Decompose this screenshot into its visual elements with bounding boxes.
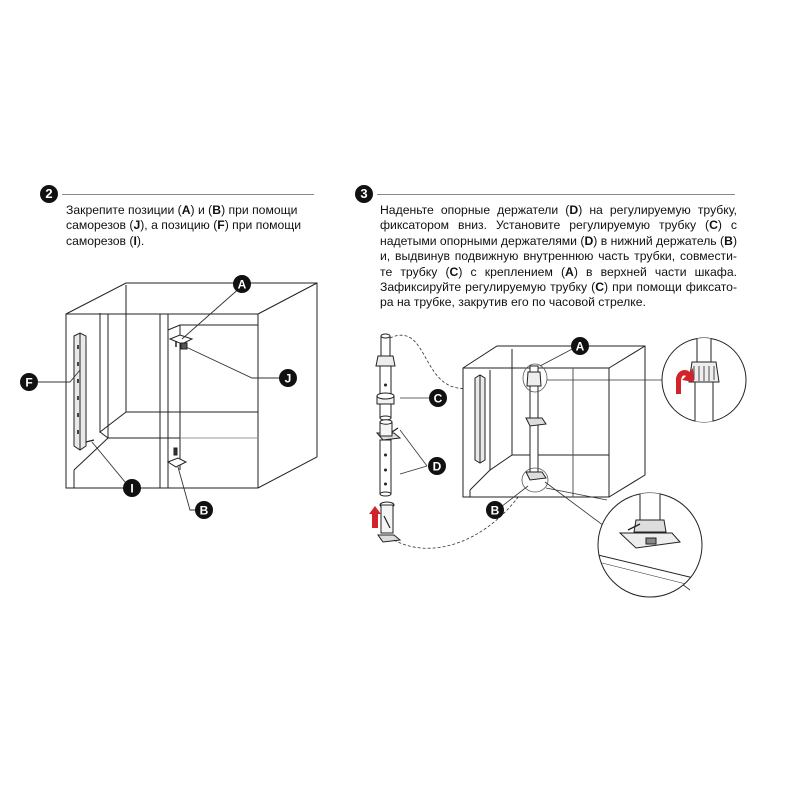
part-reference: A [565,264,574,279]
side-rail-f [73,332,87,451]
instruction-fragment: надетыми опорными держателями ( [380,233,585,248]
dashed-connectors [389,335,541,549]
instruction-fragment: и, выдвинув подвижную внутреннюю часть т… [380,249,737,264]
callout-a-3: A [571,337,589,355]
zoom-detail-bottom-holder [597,492,703,598]
up-arrow-icon [369,506,381,528]
screw-i [85,439,95,443]
instruction-line: ра на трубке, закрутив его по часовой ст… [380,295,737,310]
part-reference: C [709,218,718,233]
instruction-fragment: ) при помощи фиксато- [604,280,738,295]
callout-letter: J [285,372,292,386]
instruction-line: Зафиксируйте регулируемую трубку (C) при… [380,280,737,295]
part-reference: J [133,218,141,233]
callout-b-2: B [195,501,213,519]
instruction-line: саморезов (J), а позицию (F) при помощи [66,218,304,233]
instruction-line: Наденьте опорные держатели (D) на регули… [380,203,737,218]
callout-b-3: B [486,501,504,519]
instruction-line: Закрепите позиции (A) и (B) при помощи [66,203,304,218]
instruction-fragment: ) [732,233,737,248]
instruction-fragment: саморезов ( [66,218,134,233]
cabinet-step-2 [65,282,318,489]
callout-a-2: A [233,275,251,293]
instruction-fragment: ра на трубке, закрутив его по часовой ст… [380,295,646,310]
instruction-line: надетыми опорными держателями (D) в нижн… [380,234,737,249]
callout-letter: B [491,504,500,518]
support-holder-d-upper [375,419,402,441]
callout-i-2: I [123,479,141,497]
installed-tube-c [521,363,549,493]
lower-tube-segment [379,439,392,497]
step-2-number: 2 [40,185,58,203]
part-reference: D [584,233,594,248]
instruction-fragment: фиксатором вниз. Установите регулируемую… [380,218,710,233]
step-3-number: 3 [355,185,373,203]
top-bracket-a-2 [168,334,194,350]
instruction-line: фиксатором вниз. Установите регулируемую… [380,218,737,233]
instruction-fragment: ) на регулируемую трубку, [578,203,738,217]
callout-j-2: J [279,369,297,387]
step-3-rule [377,194,735,195]
part-reference: D [569,203,579,217]
instruction-fragment: те трубку ( [380,264,450,279]
bottom-bracket-b-2 [166,447,188,468]
step-2-rule [62,194,314,195]
instruction-fragment: Зафиксируйте регулируемую трубку ( [380,280,596,295]
part-reference: C [595,280,605,295]
instruction-line: и, выдвинув подвижную внутреннюю часть т… [380,249,737,264]
callout-letter: D [433,460,442,474]
callout-letter: I [130,482,133,496]
part-reference: B [212,203,222,217]
instruction-fragment: ) в верхней части шкафа. [573,264,737,279]
instruction-fragment: Наденьте опорные держатели ( [380,203,570,217]
adjustable-tube-c [375,333,396,421]
instruction-fragment: ) в нижний держатель ( [593,233,725,248]
callout-letter: A [576,340,585,354]
instruction-fragment: саморезов ( [66,233,134,248]
callout-c-3: C [429,389,447,407]
part-reference: C [449,264,459,279]
support-holder-d-lower [377,501,402,543]
instruction-line: те трубку (C) с креплением (A) в верхней… [380,265,737,280]
instruction-fragment: Закрепите позиции ( [66,203,182,217]
instruction-fragment: ) и ( [190,203,213,217]
zoom-detail-clamp [661,337,747,423]
instruction-fragment: ) при помощи [221,203,298,217]
part-reference: I [133,233,137,248]
part-reference: B [724,233,733,248]
side-rail-f-3 [474,374,486,464]
callout-d-3: D [428,457,446,475]
instruction-fragment: ) при помощи [224,218,302,233]
step-2: 2 Закрепите позиции (A) и (B) при помощи… [40,185,314,249]
instruction-fragment: ) с креплением ( [458,264,566,279]
part-reference: F [217,218,225,233]
instruction-fragment: ), а позицию ( [140,218,218,233]
step-3-instructions: Наденьте опорные держатели (D) на регули… [380,203,737,311]
callout-letter: F [25,376,32,390]
callout-letter: B [200,504,209,518]
instruction-fragment: ) с [717,218,737,233]
part-reference: A [181,203,191,217]
instruction-line: саморезов (I). [66,234,304,249]
rotate-arrow-icon [676,368,694,394]
callout-letter: A [238,278,247,292]
callout-letter: C [434,392,443,406]
cabinet-step-3 [462,345,646,498]
callout-f-2: F [20,373,38,391]
instruction-fragment: ). [136,233,145,248]
